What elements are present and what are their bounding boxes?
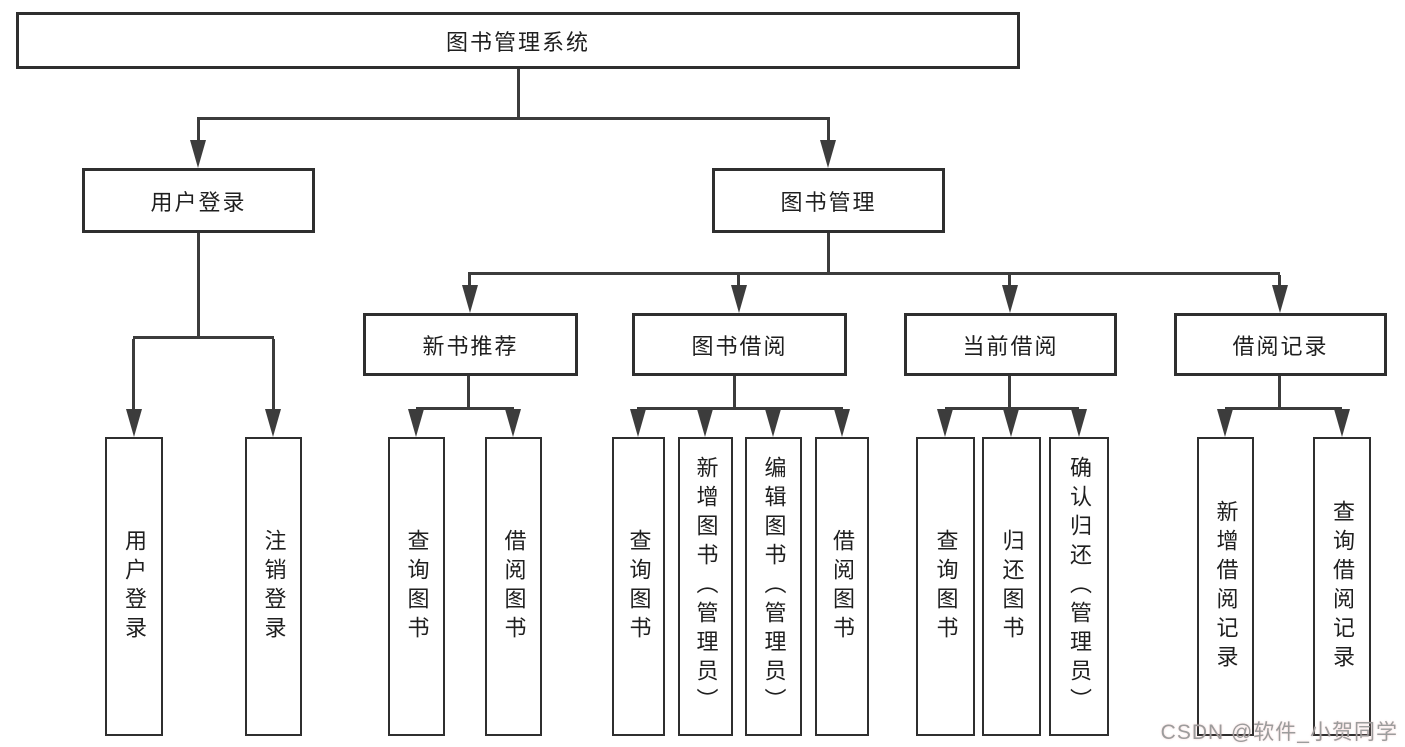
leaf-logout: 注销登录 (245, 437, 302, 736)
arrow-down-icon (820, 140, 836, 168)
node-borrow-records: 借阅记录 (1174, 313, 1387, 376)
connector-borrow-records-bar (1225, 407, 1342, 410)
node-current-borrow-label: 当前借阅 (962, 333, 1059, 359)
node-book-borrow-label: 图书借阅 (691, 333, 788, 359)
connector-stem (737, 275, 740, 285)
connector-user-login-drop (197, 233, 200, 336)
node-current-borrow: 当前借阅 (904, 313, 1117, 376)
leaf-borrow-book: 借阅图书 (815, 437, 869, 736)
node-book-management: 图书管理 (712, 168, 945, 233)
leaf-add-borrow-record: 新增借阅记录 (1197, 437, 1254, 736)
connector-stem (468, 275, 471, 285)
leaf-borrow-book-label: 借阅图书 (830, 528, 855, 645)
leaf-borrow-books-recommend-label: 借阅图书 (501, 528, 527, 645)
node-new-book-recommend: 新书推荐 (363, 313, 578, 376)
connector-book-borrow-bar (637, 407, 843, 410)
node-book-borrow: 图书借阅 (632, 313, 847, 376)
leaf-return-book-label: 归还图书 (999, 528, 1025, 645)
connector-current-borrow-drop (1008, 376, 1011, 407)
arrow-down-icon (126, 409, 142, 437)
leaf-query-borrow-record-label: 查询借阅记录 (1330, 499, 1355, 674)
connector-root-drop (517, 69, 520, 117)
leaf-user-login: 用户登录 (105, 437, 163, 736)
leaf-query-borrow-record: 查询借阅记录 (1313, 437, 1371, 736)
leaf-add-book-admin: 新增图书（管理员） (678, 437, 733, 736)
arrow-down-icon (731, 285, 747, 313)
arrow-down-icon (1071, 409, 1087, 437)
connector-borrow-records-drop (1278, 376, 1281, 407)
arrow-down-icon (834, 409, 850, 437)
connector-book-mgmt-drop (827, 233, 830, 272)
arrow-down-icon (1334, 409, 1350, 437)
leaf-edit-book-admin-label: 编辑图书（管理员） (761, 456, 787, 717)
node-new-book-recommend-label: 新书推荐 (422, 333, 519, 359)
arrow-down-icon (462, 285, 478, 313)
leaf-confirm-return-admin-label: 确认归还（管理员） (1067, 456, 1092, 717)
node-borrow-records-label: 借阅记录 (1232, 333, 1329, 359)
connector-level2-bar (197, 117, 830, 120)
arrow-down-icon (697, 409, 713, 437)
connector-user-login-bar (133, 336, 274, 339)
leaf-return-book: 归还图书 (982, 437, 1041, 736)
node-book-management-label: 图书管理 (780, 189, 877, 215)
node-user-login-label: 用户登录 (150, 189, 247, 215)
leaf-user-login-label: 用户登录 (122, 528, 147, 645)
connector-stem (827, 120, 830, 140)
connector-stem (197, 120, 200, 140)
csdn-watermark: CSDN @软件_小贺同学 (1160, 721, 1398, 744)
leaf-query-books-current-label: 查询图书 (933, 528, 959, 645)
arrow-down-icon (630, 409, 646, 437)
arrow-down-icon (937, 409, 953, 437)
arrow-down-icon (1217, 409, 1233, 437)
leaf-query-books-borrow-label: 查询图书 (626, 528, 652, 645)
connector-new-book-drop (467, 376, 470, 407)
connector-stem (132, 339, 135, 409)
arrow-down-icon (765, 409, 781, 437)
leaf-query-books-recommend: 查询图书 (388, 437, 445, 736)
connector-current-borrow-bar (945, 407, 1079, 410)
leaf-add-book-admin-label: 新增图书（管理员） (693, 456, 719, 717)
leaf-query-books-recommend-label: 查询图书 (404, 528, 430, 645)
connector-book-borrow-drop (733, 376, 736, 407)
leaf-logout-label: 注销登录 (261, 528, 287, 645)
arrow-down-icon (1003, 409, 1019, 437)
node-user-login: 用户登录 (82, 168, 315, 233)
arrow-down-icon (265, 409, 281, 437)
connector-stem (1278, 275, 1281, 285)
leaf-add-borrow-record-label: 新增借阅记录 (1213, 499, 1239, 674)
connector-level3-bar (468, 272, 1280, 275)
connector-stem (1008, 275, 1011, 285)
leaf-query-books-current: 查询图书 (916, 437, 975, 736)
leaf-borrow-books-recommend: 借阅图书 (485, 437, 542, 736)
node-library-system: 图书管理系统 (16, 12, 1020, 69)
connector-stem (272, 339, 275, 409)
node-library-system-label: 图书管理系统 (445, 29, 590, 55)
connector-new-book-bar (416, 407, 514, 410)
leaf-confirm-return-admin: 确认归还（管理员） (1049, 437, 1109, 736)
leaf-query-books-borrow: 查询图书 (612, 437, 665, 736)
arrow-down-icon (190, 140, 206, 168)
leaf-edit-book-admin: 编辑图书（管理员） (745, 437, 802, 736)
arrow-down-icon (505, 409, 521, 437)
arrow-down-icon (1272, 285, 1288, 313)
arrow-down-icon (408, 409, 424, 437)
arrow-down-icon (1002, 285, 1018, 313)
